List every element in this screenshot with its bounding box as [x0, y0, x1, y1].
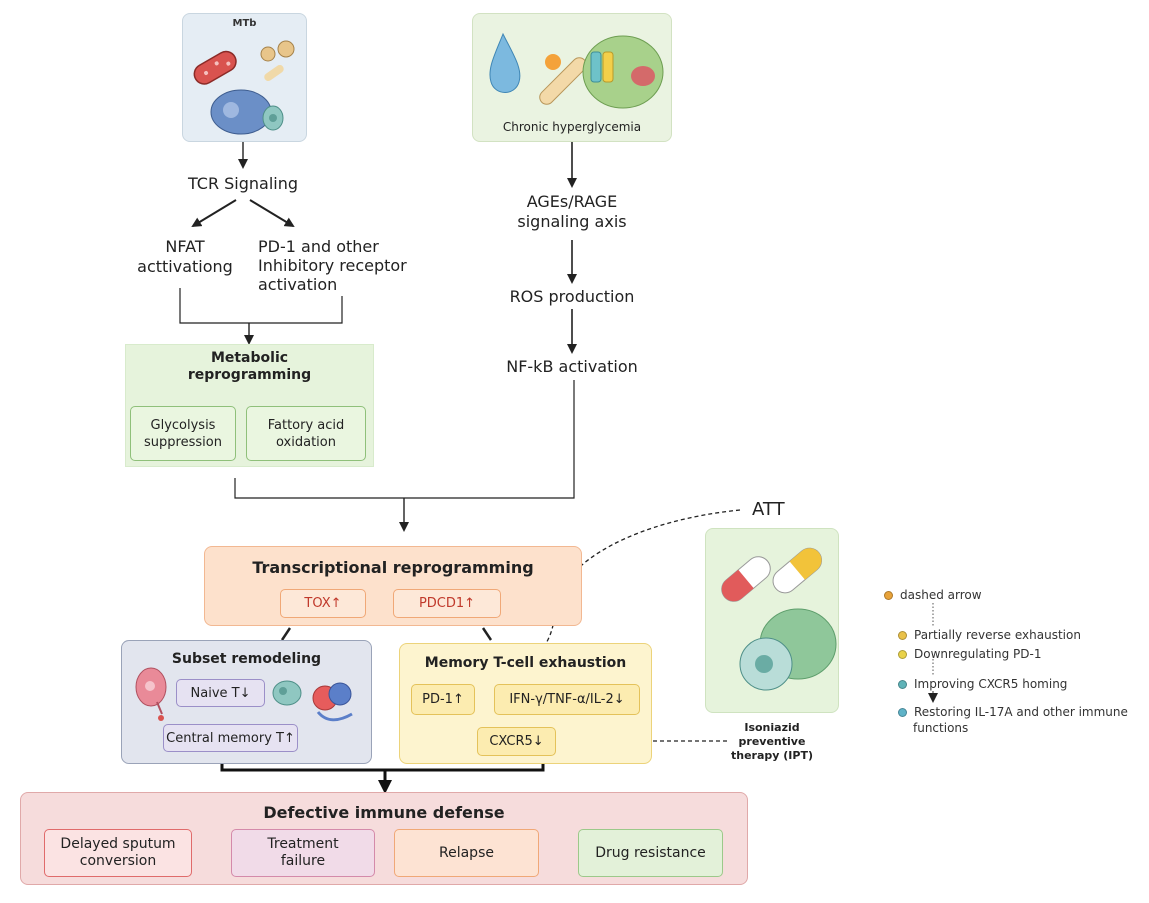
legend-dot-orange-icon — [884, 590, 893, 600]
glycolysis-line1: Glycolysis — [150, 417, 216, 433]
legend-item-dashed-arrow: dashed arrow — [884, 588, 982, 602]
legend-text: dashed arrow — [900, 588, 982, 602]
tox-box: TOX↑ — [280, 589, 366, 618]
glycolysis-line2: suppression — [144, 434, 222, 450]
metabolic-title-line2: reprogramming — [187, 367, 312, 383]
ipt-label-line1: Isoniazid — [744, 721, 800, 734]
ages-label-line1: AGEs/RAGE — [526, 192, 618, 211]
arrow-tcr-nfat — [191, 199, 237, 228]
merge-left-bracket — [179, 288, 343, 324]
ages-label-line2: signaling axis — [517, 212, 627, 231]
transcriptional-panel: Transcriptional reprogramming — [204, 546, 582, 626]
pd1-label-line3: activation — [258, 275, 338, 294]
legend-item-cxcr5-homing: Improving CXCR5 homing — [898, 677, 1067, 691]
fatty-acid-line1: Fattory acid — [267, 417, 345, 433]
glycolysis-box: Glycolysis suppression — [130, 406, 236, 461]
fatty-acid-line2: oxidation — [276, 434, 336, 450]
pd1-label-line1: PD-1 and other — [258, 237, 379, 256]
legend-text: functions — [913, 721, 969, 735]
ipt-label-line3: therapy (IPT) — [731, 749, 813, 762]
hyperglycemia-image-panel: Chronic hyperglycemia — [472, 13, 672, 142]
hyperglycemia-label: Chronic hyperglycemia — [502, 120, 642, 134]
treatment-failure-box: Treatment failure — [231, 829, 375, 877]
failure-line2: failure — [280, 853, 326, 869]
nfat-label-line2: acttivationg — [137, 257, 233, 276]
relapse-box: Relapse — [394, 829, 539, 877]
ipt-label-line2: preventive — [738, 735, 806, 748]
pd1-up-box: PD-1↑ — [411, 684, 475, 715]
att-label: ATT — [752, 499, 785, 520]
delayed-line1: Delayed sputum — [60, 836, 176, 852]
legend-dot-yellow-icon — [898, 649, 907, 659]
delayed-sputum-box: Delayed sputum conversion — [44, 829, 192, 877]
pd1-label-line2: Inhibitory receptor — [258, 256, 407, 275]
arrow-tcr-pd1 — [249, 199, 295, 228]
central-memory-box: Central memory T↑ — [163, 724, 298, 752]
nfat-label-line1: NFAT — [165, 237, 205, 256]
legend-dot-teal-icon — [898, 679, 907, 689]
naive-t-box: Naive T↓ — [176, 679, 265, 707]
drug-resistance-box: Drug resistance — [578, 829, 723, 877]
legend-text: Improving CXCR5 homing — [914, 677, 1068, 691]
ros-label: ROS production — [509, 287, 635, 306]
mtb-label: MTb — [232, 18, 257, 29]
ifn-box: IFN-γ/TNF-α/IL-2↓ — [494, 684, 640, 715]
legend-item-il17a: Restoring IL-17A and other immune — [898, 705, 1128, 719]
hyperglycemia-illustration — [489, 32, 664, 109]
transcriptional-title: Transcriptional reprogramming — [252, 558, 534, 577]
defective-title: Defective immune defense — [263, 803, 505, 822]
mtb-image-panel: MTb — [182, 13, 307, 142]
metabolic-title-line1: Metabolic — [210, 350, 289, 366]
legend-item-il17a-line2: functions — [913, 721, 968, 735]
mtb-illustration — [193, 40, 295, 135]
subset-title: Subset remodeling — [171, 651, 322, 667]
legend-item-partial-reverse: Partially reverse exhaustion — [898, 628, 1081, 642]
memory-title: Memory T-cell exhaustion — [424, 655, 627, 671]
legend-item-downregulating: Downregulating PD-1 — [898, 647, 1041, 661]
legend-text: Restoring IL-17A and other immune — [914, 705, 1128, 719]
legend-text: Downregulating PD-1 — [914, 647, 1042, 661]
line-to-memory — [481, 627, 493, 641]
fatty-acid-box: Fattory acid oxidation — [246, 406, 366, 461]
nfkb-label: NF-kB activation — [506, 357, 638, 376]
line-to-subset — [280, 627, 292, 641]
tcr-signaling-label: TCR Signaling — [187, 174, 299, 193]
pdcd1-box: PDCD1↑ — [393, 589, 501, 618]
failure-line1: Treatment — [267, 836, 339, 852]
cxcr5-box: CXCR5↓ — [477, 727, 556, 756]
ipt-illustration — [721, 547, 837, 691]
legend-dot-yellow-icon — [898, 630, 907, 640]
ipt-image-panel — [705, 528, 839, 713]
legend-text: Partially reverse exhaustion — [914, 628, 1081, 642]
legend-dot-teal-icon — [898, 707, 907, 717]
delayed-line2: conversion — [79, 853, 157, 869]
merge-bottom-bracket — [220, 760, 545, 772]
